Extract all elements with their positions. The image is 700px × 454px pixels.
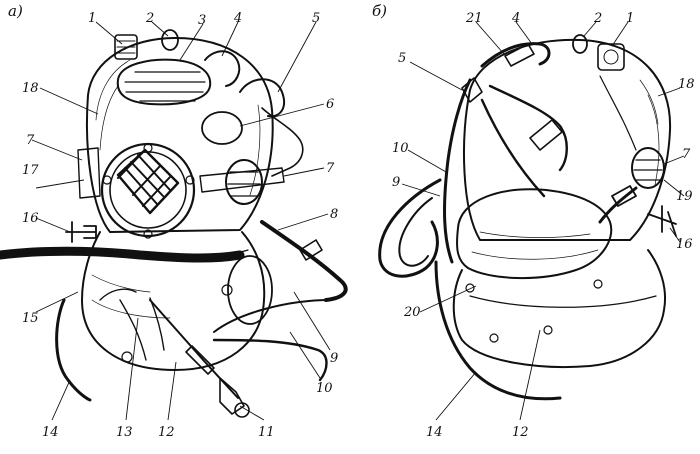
callout-a-13: 13 [116, 425, 133, 440]
callout-b-5: 5 [398, 51, 406, 66]
callout-a-9: 9 [330, 351, 338, 366]
callout-b-18: 18 [678, 77, 695, 92]
callout-a-4: 4 [233, 11, 242, 26]
callout-b-19: 19 [676, 189, 693, 204]
callout-a-5: 5 [312, 11, 320, 26]
callout-a-10: 10 [316, 381, 333, 396]
callouts-a: 1 2 3 4 5 6 7 8 9 10 11 12 13 14 15 16 1… [22, 11, 338, 440]
callout-b-14: 14 [426, 425, 443, 440]
callout-b-2: 2 [593, 11, 602, 26]
callout-a-2: 2 [145, 11, 154, 26]
callout-a-18: 18 [22, 81, 39, 96]
callout-b-9: 9 [392, 175, 400, 190]
leaders-b [401, 21, 685, 421]
callout-a-3: 3 [198, 13, 206, 28]
callout-b-7: 7 [682, 147, 691, 162]
panel-b: б) [372, 2, 695, 440]
callout-b-4: 4 [511, 11, 520, 26]
leaders-a [31, 21, 331, 421]
callout-a-11: 11 [258, 425, 275, 440]
callout-b-10: 10 [392, 141, 409, 156]
callout-a-8: 8 [330, 207, 338, 222]
callout-b-20: 20 [403, 305, 421, 320]
callout-a-17: 17 [22, 163, 39, 178]
helmet-b-drawing [378, 34, 677, 401]
callouts-b: 21 4 2 1 18 5 10 9 7 19 16 20 14 12 [392, 11, 695, 440]
callout-b-1: 1 [626, 11, 634, 26]
helmet-a-drawing [0, 29, 348, 418]
panel-b-label: б) [372, 2, 387, 20]
callout-a-15: 15 [22, 311, 39, 326]
callout-a-1: 1 [88, 11, 96, 26]
faceplate-grille [116, 148, 180, 215]
callout-b-21: 21 [465, 11, 483, 26]
panel-a-label: а) [8, 2, 23, 20]
callout-b-12: 12 [512, 425, 529, 440]
callout-a-12: 12 [158, 425, 175, 440]
callout-a-7-right: 7 [326, 161, 335, 176]
callout-a-7-left: 7 [26, 133, 35, 148]
callout-a-14: 14 [42, 425, 59, 440]
panel-a: а) [0, 2, 348, 440]
callout-a-16: 16 [22, 211, 39, 226]
callout-b-16: 16 [676, 237, 693, 252]
callout-a-6: 6 [326, 97, 334, 112]
